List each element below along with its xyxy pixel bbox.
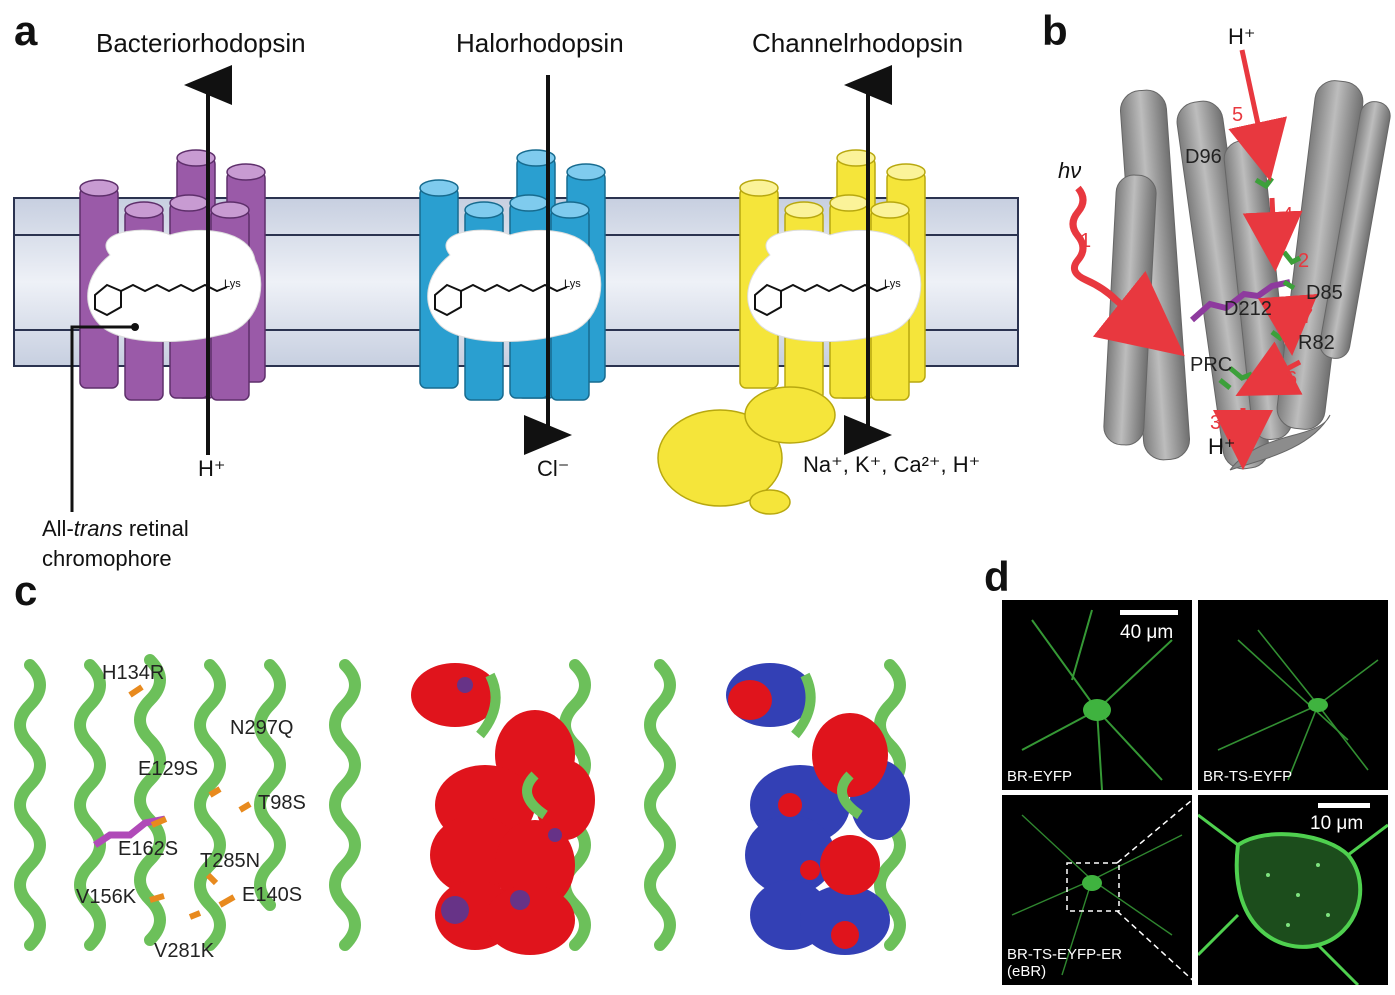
zoom-lines: [1116, 794, 1199, 986]
lys-label-2: Lys: [564, 278, 581, 290]
lys-label-3: Lys: [884, 278, 901, 290]
step-2: 2: [1298, 250, 1310, 272]
protein-ribbon-mutations: [14, 654, 286, 951]
mutation-e129s: E129S: [138, 758, 199, 780]
surface-render-neutral: [644, 659, 910, 955]
mutation-n297q: N297Q: [230, 717, 294, 739]
label-br-eyfp: BR-EYFP: [1007, 767, 1073, 785]
chromophore-label-line2: chromophore: [42, 546, 172, 571]
mutation-v156k: V156K: [76, 886, 137, 908]
micrograph-br-ts-eyfp-er: BR-TS-EYFP-ER(eBR): [1002, 795, 1192, 985]
label-br-ts-eyfp: BR-TS-EYFP: [1203, 767, 1293, 785]
bacteriorhodopsin-title: Bacteriorhodopsin: [96, 28, 306, 58]
mutation-e162s: E162S: [118, 838, 179, 860]
cation-label: Na⁺, K⁺, Ca²⁺, H⁺: [803, 452, 981, 477]
light-wave: [1069, 185, 1185, 357]
panel-c-label: c: [14, 567, 38, 614]
halorhodopsin-title: Halorhodopsin: [456, 28, 624, 58]
proton-out-label: H⁺: [1208, 434, 1236, 459]
residue-r82: R82: [1298, 332, 1335, 354]
proton-label: H⁺: [198, 456, 226, 481]
proton-in-label: H⁺: [1228, 24, 1256, 49]
membrane-diagram: [13, 65, 1019, 515]
residue-d212: D212: [1224, 298, 1272, 320]
panel-b-label: b: [1042, 7, 1068, 54]
lys-label-1: Lys: [224, 278, 241, 290]
mutation-t98s: T98S: [258, 792, 306, 814]
mutation-v281k: V281K: [154, 940, 215, 962]
bacteriorhodopsin-structure: [1069, 49, 1391, 471]
micrograph-br-ts-eyfp: BR-TS-EYFP: [1198, 600, 1388, 790]
residue-d85: D85: [1306, 282, 1343, 304]
chloride-label: Cl⁻: [537, 456, 570, 481]
scale-label-40um: 40 μm: [1120, 622, 1174, 643]
step-1: 1: [1080, 230, 1092, 252]
residue-d96: D96: [1185, 146, 1222, 168]
chromophore-pointer: [70, 325, 135, 512]
mutation-h134r: H134R: [102, 662, 165, 684]
step-7: 7: [1302, 306, 1314, 328]
panel-d-label: d: [984, 553, 1010, 600]
step-4: 4: [1282, 204, 1294, 226]
step-3: 3: [1210, 412, 1222, 434]
mutation-e140s: E140S: [242, 884, 303, 906]
scale-label-10um: 10 μm: [1310, 813, 1364, 834]
label-br-ts-eyfp-er: BR-TS-EYFP-ER(eBR): [1007, 946, 1123, 980]
residue-prc: PRC: [1190, 354, 1233, 376]
surface-render-charged: [329, 659, 595, 955]
channelrhodopsin-title: Channelrhodopsin: [752, 28, 964, 58]
light-label: hν: [1058, 158, 1082, 183]
chromophore-label: All-trans retinal: [42, 516, 189, 541]
step-6: 6: [1286, 368, 1298, 390]
micrograph-br-eyfp: 40 μm BR-EYFP: [1002, 600, 1192, 790]
panel-a-label: a: [14, 7, 38, 54]
micrograph-zoom: 10 μm: [1198, 795, 1388, 985]
step-5: 5: [1232, 104, 1244, 126]
mutation-t285n: T285N: [200, 850, 261, 872]
